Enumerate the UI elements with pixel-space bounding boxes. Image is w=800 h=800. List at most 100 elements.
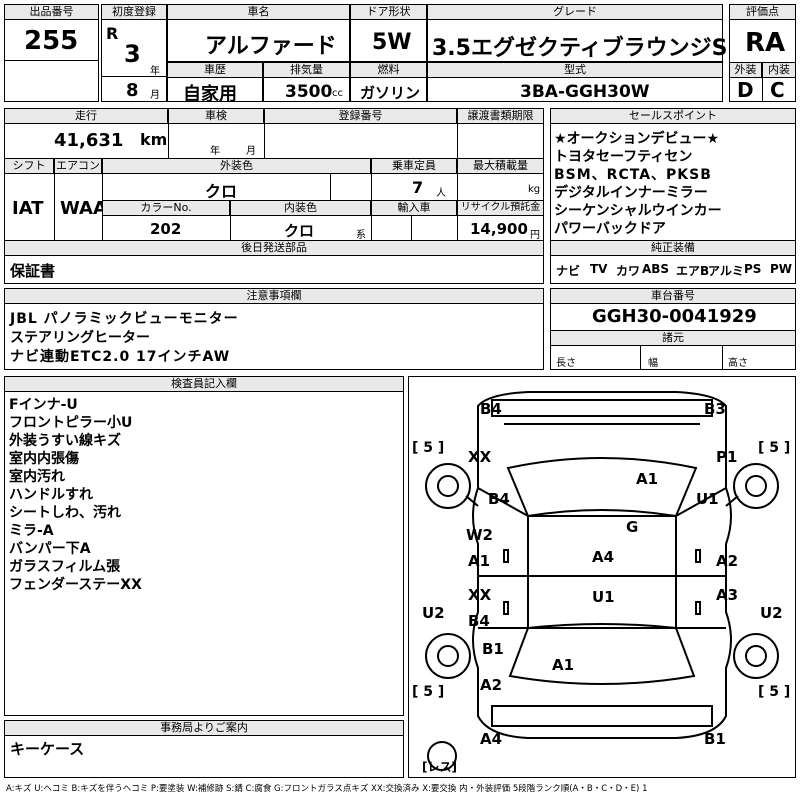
recycle-unit: 円 bbox=[530, 230, 540, 241]
mileage-label: 走行 bbox=[4, 108, 168, 124]
lot-divider bbox=[4, 60, 99, 61]
later-parts-value: 保証書 bbox=[10, 262, 56, 280]
inspector-label: 検査員記入欄 bbox=[4, 376, 404, 392]
r2-v9 bbox=[230, 200, 231, 240]
mark-a2-rear: A2 bbox=[480, 676, 503, 694]
later-parts-label: 後日発送部品 bbox=[4, 240, 544, 256]
score-hdivider bbox=[729, 62, 796, 63]
mark-w2: W2 bbox=[466, 526, 493, 544]
mark-a2-rf: A2 bbox=[716, 552, 739, 570]
equip-abs: ABS bbox=[642, 262, 670, 276]
mark-p1-fr: P1 bbox=[716, 448, 738, 466]
era-value: R bbox=[106, 24, 119, 43]
sales-point-5: シーケンシャルウインカー bbox=[554, 203, 722, 219]
note-line-3: ナビ連動ETC2.0 17インチAW bbox=[10, 349, 231, 365]
exterior-value: D bbox=[737, 78, 754, 102]
r2-v3 bbox=[457, 108, 458, 158]
grade-label: グレード bbox=[427, 4, 723, 20]
capacity-label: 乗車定員 bbox=[371, 158, 457, 174]
capacity-unit: 人 bbox=[436, 188, 446, 199]
equip-alloy: アルミ bbox=[708, 264, 744, 278]
sales-point-4: デジタルインナーミラー bbox=[554, 185, 708, 201]
mark-u2-right: U2 bbox=[760, 604, 783, 622]
mileage-value: 41,631 bbox=[54, 130, 124, 151]
displacement-unit: cc bbox=[332, 88, 343, 99]
mark-xx-lr: XX bbox=[468, 586, 492, 604]
inspector-line-7: シートしわ、汚れ bbox=[9, 505, 121, 521]
tire-br: [ 5 ] bbox=[758, 684, 791, 700]
mark-g-glass: G bbox=[626, 518, 639, 536]
door-value: 5W bbox=[372, 30, 412, 55]
first-reg-label: 初度登録 bbox=[101, 4, 167, 20]
spec-label: 諸元 bbox=[550, 330, 796, 346]
inspection-month-unit: 月 bbox=[246, 146, 256, 157]
ac-value: WAA bbox=[60, 198, 107, 219]
sales-point-3: BSM、RCTA、PKSB bbox=[554, 167, 712, 183]
lot-value: 255 bbox=[24, 26, 79, 56]
tire-tr: [ 5 ] bbox=[758, 440, 791, 456]
displacement-label: 排気量 bbox=[263, 62, 350, 78]
mark-u1-roof: U1 bbox=[592, 588, 615, 606]
mark-xx-fl: XX bbox=[468, 448, 492, 466]
recycle-value: 14,900 bbox=[470, 220, 528, 238]
ext-color-value: クロ bbox=[205, 182, 238, 201]
month-value: 8 bbox=[126, 80, 139, 101]
fuel-label: 燃料 bbox=[350, 62, 427, 78]
interior-label: 内装 bbox=[762, 62, 796, 78]
r2-v5 bbox=[102, 158, 103, 240]
r2-v8 bbox=[457, 158, 458, 240]
door-label: ドア形状 bbox=[350, 4, 427, 20]
chassis-value: GGH30-0041929 bbox=[592, 306, 757, 327]
transfer-label: 譲渡書類期限 bbox=[457, 108, 544, 124]
reg-no-label: 登録番号 bbox=[264, 108, 457, 124]
load-unit: kg bbox=[528, 184, 541, 195]
name-value: アルファード bbox=[205, 34, 337, 59]
r2-v7 bbox=[371, 158, 372, 240]
mark-a1-lf: A1 bbox=[468, 552, 491, 570]
recycle-label: リサイクル預託金 bbox=[457, 200, 544, 216]
mark-a4-roof: A4 bbox=[592, 548, 615, 566]
month-unit: 月 bbox=[150, 90, 160, 101]
shift-value: IAT bbox=[12, 198, 44, 219]
inspector-line-5: 室内汚れ bbox=[9, 469, 65, 485]
equip-tv: TV bbox=[590, 262, 608, 276]
footer-legend: A:キズ U:ヘコミ B:キズを伴うヘコミ P:要塗装 W:補修跡 S:錆 C:… bbox=[6, 784, 648, 794]
inspector-line-11: フェンダーステーXX bbox=[9, 577, 142, 593]
equipment-label: 純正装備 bbox=[550, 240, 796, 256]
office-value: キーケース bbox=[10, 740, 85, 758]
notes-label: 注意事項欄 bbox=[4, 288, 544, 304]
history-label: 車歴 bbox=[167, 62, 263, 78]
mark-b1-bottom: B1 bbox=[704, 730, 726, 748]
mark-b4-fl: B4 bbox=[488, 490, 510, 508]
r2-v6 bbox=[330, 174, 331, 200]
inspector-line-4: 室内内張傷 bbox=[9, 451, 79, 467]
lot-label: 出品番号 bbox=[4, 4, 99, 20]
width-label: 幅 bbox=[648, 358, 658, 369]
car-diagram bbox=[425, 391, 779, 771]
mark-u1-fr: U1 bbox=[696, 490, 719, 508]
note-line-1: JBL パノラミックビューモニター bbox=[10, 311, 239, 327]
height-label: 高さ bbox=[728, 358, 748, 369]
spec-v2 bbox=[722, 346, 723, 370]
r2-v2 bbox=[264, 108, 265, 158]
year-unit: 年 bbox=[150, 66, 160, 77]
office-label: 事務局よりご案内 bbox=[4, 720, 404, 736]
inspector-line-9: バンパー下A bbox=[9, 541, 91, 557]
name-label: 車名 bbox=[167, 4, 350, 20]
inspector-line-2: フロントピラー小U bbox=[9, 415, 133, 431]
sales-points-label: セールスポイント bbox=[550, 108, 796, 124]
mark-u2-left: U2 bbox=[422, 604, 445, 622]
fuel-value: ガソリン bbox=[360, 84, 421, 102]
mark-a3-rr: A3 bbox=[716, 586, 739, 604]
equip-ps: PS bbox=[744, 262, 762, 276]
score-label: 評価点 bbox=[729, 4, 796, 20]
length-label: 長さ bbox=[556, 358, 576, 369]
capacity-value: 7 bbox=[412, 178, 424, 197]
score-divider bbox=[762, 62, 763, 102]
load-label: 最大積載量 bbox=[457, 158, 544, 174]
inspector-line-10: ガラスフィルム張 bbox=[9, 559, 121, 575]
exterior-label: 外装 bbox=[729, 62, 762, 78]
sales-point-6: パワーバックドア bbox=[554, 221, 666, 237]
mark-a1-hood: A1 bbox=[636, 470, 659, 488]
equip-leather: カワ bbox=[616, 264, 641, 278]
